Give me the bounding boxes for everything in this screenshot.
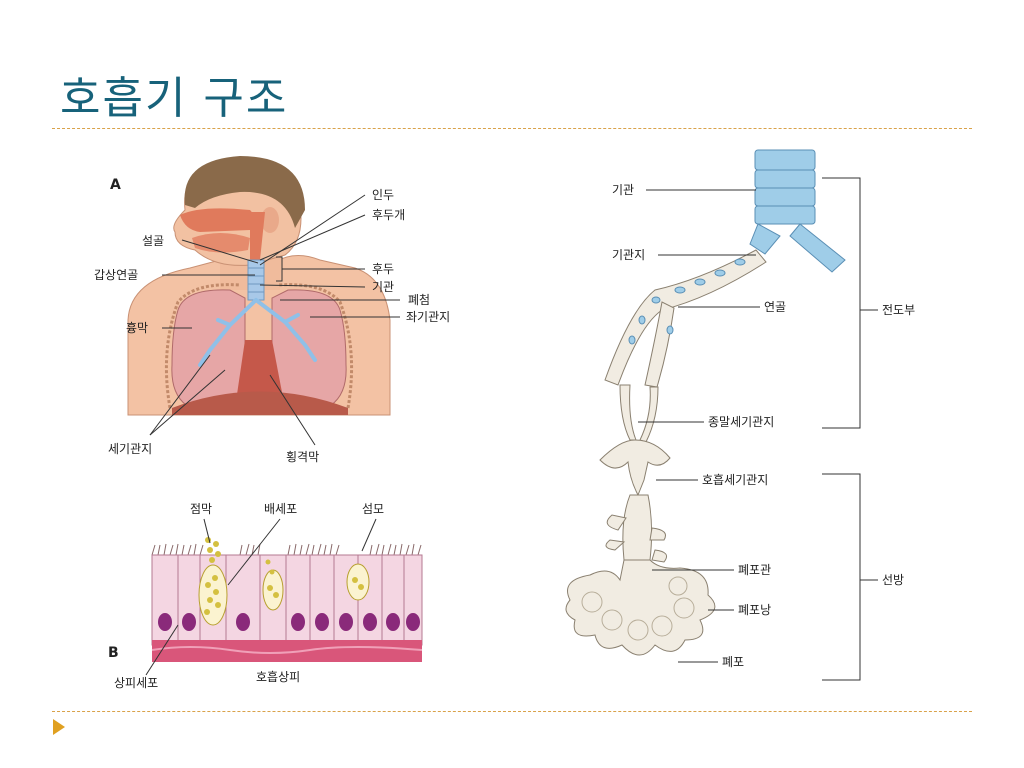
slide-title: 호흡기 구조 — [60, 62, 288, 126]
label-epithelial-cell: 상피세포 — [114, 676, 158, 690]
label-terminal-bronchiole: 종말세기관지 — [708, 415, 774, 429]
label-larynx: 후두 — [372, 262, 394, 276]
label-cilia: 섬모 — [362, 502, 384, 516]
label-thyroid-cartilage: 갑상연골 — [94, 268, 138, 282]
label-left-bronchus: 좌기관지 — [406, 310, 450, 324]
label-trachea-a: 기관 — [372, 280, 394, 294]
label-lung-apex: 폐첨 — [408, 293, 430, 307]
label-epiglottis: 후두개 — [372, 208, 405, 222]
panel-a-labels: A 인두 후두개 설골 후두 갑상연골 기관 폐첨 좌기관지 흉막 세기관지 횡… — [90, 165, 490, 495]
label-alveolar-duct: 폐포관 — [738, 563, 771, 577]
bottom-divider — [52, 711, 972, 712]
triangle-bullet-icon — [52, 718, 66, 736]
label-alveolar-sac: 폐포낭 — [738, 603, 771, 617]
airway-tree-labels: 기관 기관지 연골 종말세기관지 호흡세기관지 폐포관 폐포낭 폐포 전도부 선… — [560, 140, 1000, 700]
zone-label-respiratory: 선방 — [882, 573, 904, 587]
zone-label-conducting: 전도부 — [882, 303, 915, 317]
label-goblet-cell: 배세포 — [264, 502, 297, 516]
label-respiratory-bronchiole: 호흡세기관지 — [702, 473, 768, 487]
label-mucus: 점막 — [190, 502, 212, 516]
panel-b-labels: B 점막 배세포 섬모 상피세포 호흡상피 — [100, 495, 480, 695]
label-trachea: 기관 — [612, 183, 634, 197]
top-divider — [52, 128, 972, 129]
label-hyoid: 설골 — [142, 234, 164, 248]
label-pleura: 흉막 — [126, 321, 148, 335]
panel-a-letter: A — [110, 177, 121, 193]
label-bronchioles: 세기관지 — [108, 442, 152, 456]
label-pharynx: 인두 — [372, 188, 394, 202]
label-respiratory-epithelium: 호흡상피 — [256, 670, 300, 684]
label-cartilage: 연골 — [764, 300, 786, 314]
panel-b-letter: B — [108, 645, 119, 661]
label-alveolus: 폐포 — [722, 655, 744, 669]
label-diaphragm: 횡격막 — [286, 450, 319, 464]
label-bronchus: 기관지 — [612, 248, 645, 262]
